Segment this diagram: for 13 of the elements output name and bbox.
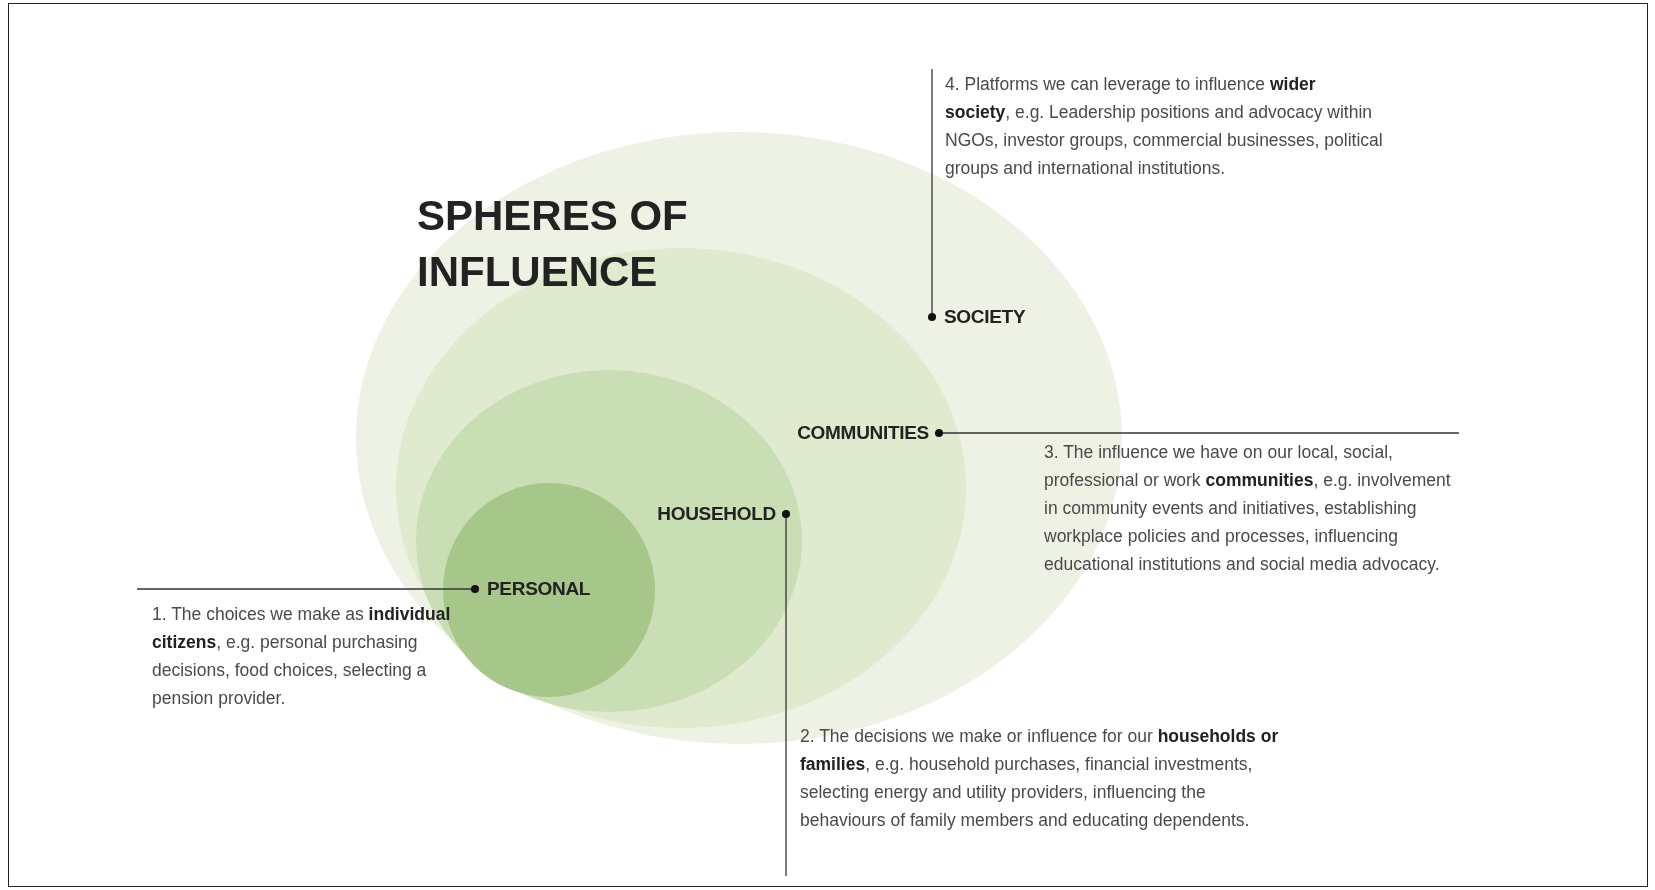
- sphere-label: PERSONAL: [487, 578, 591, 600]
- leader-line: [934, 428, 1460, 438]
- sphere-label: SOCIETY: [944, 306, 1026, 328]
- sphere-label: COMMUNITIES: [797, 422, 929, 444]
- description-text: 1. The choices we make as individual citizens, e.g. personal purchasing decisions, food choices, selecting a pension provider.: [152, 603, 452, 710]
- leader-line: [927, 68, 937, 322]
- leader-line: [781, 509, 791, 877]
- sphere-label: HOUSEHOLD: [657, 503, 776, 525]
- description-text: 4. Platforms we can leverage to influence wider society, e.g. Leadership positions and advocacy within NGOs, investor groups, commercial businesses, political groups and international institutions.: [945, 73, 1384, 180]
- diagram-title: SPHERES OF INFLUENCE: [417, 191, 689, 297]
- description-text: 2. The decisions we make or influence for our households or families, e.g. household purchases, financial investments, selecting energy and utility providers, influencing the behaviours of family members and educating dependents.: [800, 725, 1280, 832]
- leader-line: [136, 584, 480, 594]
- description-text: 3. The influence we have on our local, social, professional or work communities, e.g. involvement in community events and initiatives, establishing workplace policies and processes, influencing educational institutions and social media advocacy.: [1044, 441, 1452, 576]
